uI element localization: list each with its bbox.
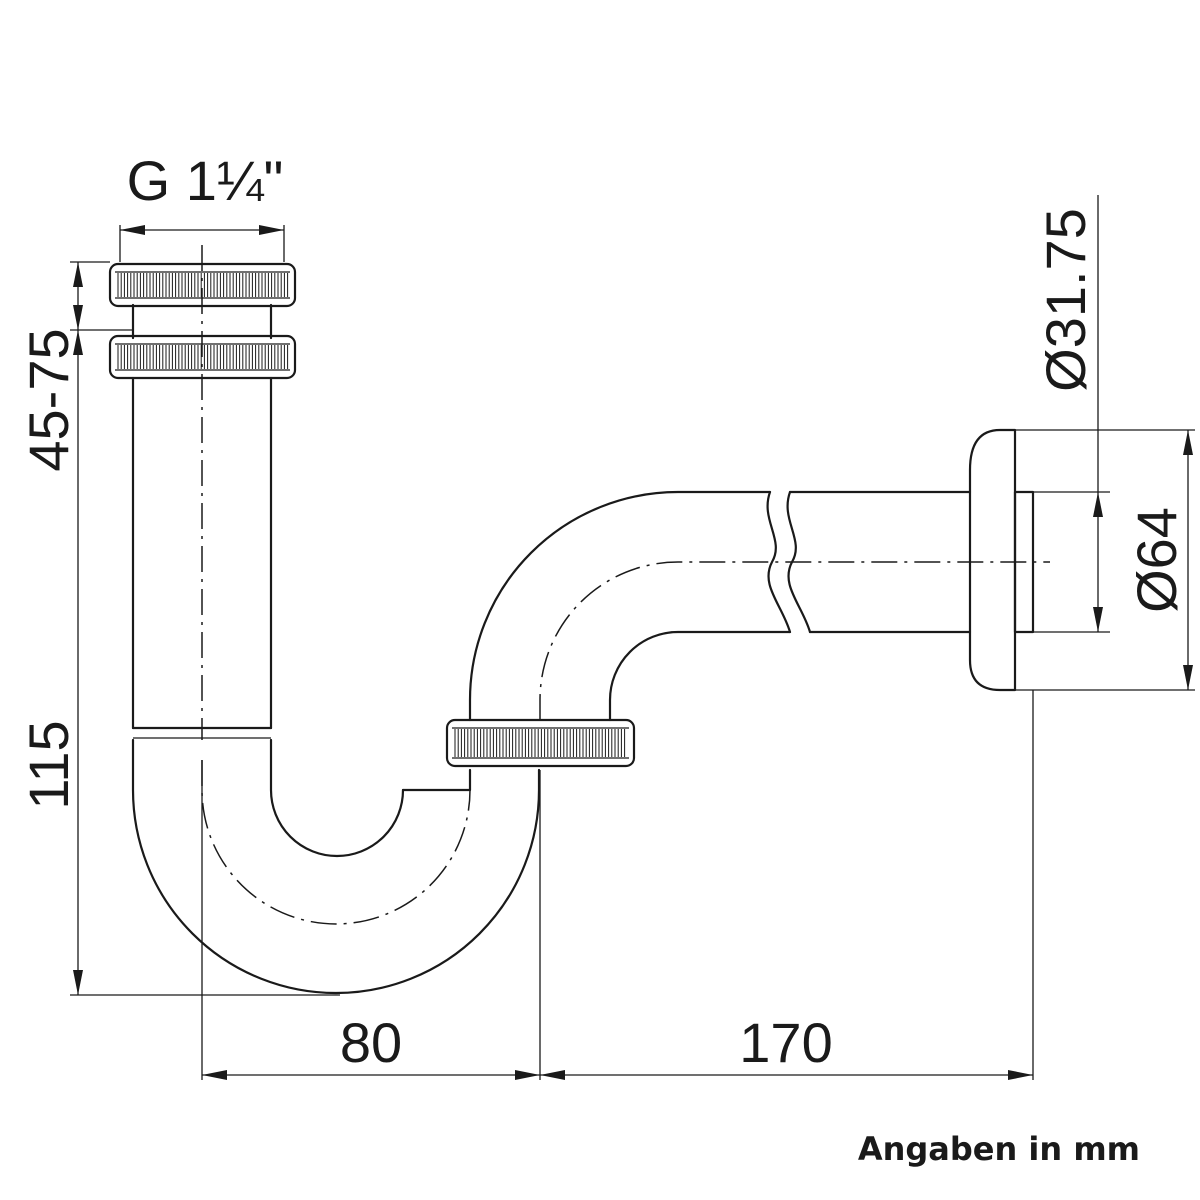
tube-length-label: 45-75	[17, 328, 80, 471]
top-nut	[108, 262, 297, 308]
offset-label: 80	[340, 1011, 402, 1074]
units-note: Angaben in mm	[858, 1130, 1140, 1168]
outlet-diameter-label: Ø31.75	[1034, 208, 1097, 392]
wall-rosette	[968, 428, 1035, 692]
outlet-bend	[468, 490, 1050, 722]
rosette-diameter-label: Ø64	[1125, 507, 1188, 613]
thread-label: G 1¼"	[127, 149, 284, 212]
u-bend	[131, 738, 541, 995]
outlet-length-label: 170	[739, 1011, 832, 1074]
right-diameter-dimensions: Ø31.75 Ø64	[1015, 195, 1195, 691]
thread-dimension: G 1¼"	[119, 149, 285, 262]
trap-height-label: 115	[17, 720, 80, 809]
left-vertical-dimensions: 45-75 115	[17, 261, 340, 996]
bend-nut	[445, 718, 636, 768]
bottom-dimensions: 80 170	[201, 690, 1034, 1080]
